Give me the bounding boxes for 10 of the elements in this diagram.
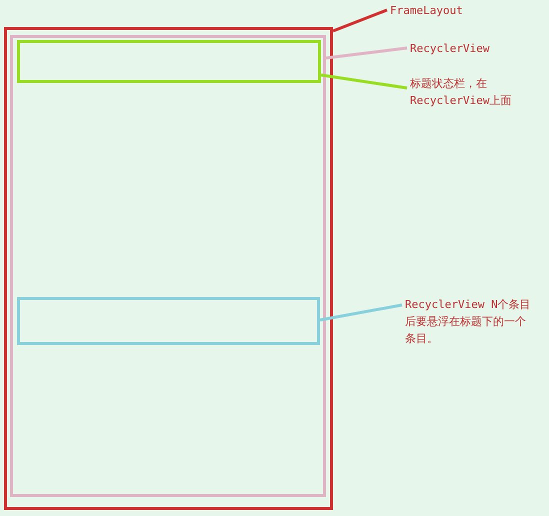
leader-line: [320, 304, 402, 322]
leader-line: [332, 8, 388, 32]
label-text: 标题状态栏，在RecyclerView上面: [410, 75, 522, 109]
layout-box: [17, 297, 320, 345]
leader-line: [320, 74, 408, 90]
leader-line: [326, 46, 408, 60]
label-text: RecyclerView N个条目后要悬浮在标题下的一个条目。: [405, 296, 533, 347]
label-text: RecyclerView: [410, 40, 530, 57]
label-text: FrameLayout: [390, 2, 510, 19]
layout-box: [17, 40, 321, 83]
